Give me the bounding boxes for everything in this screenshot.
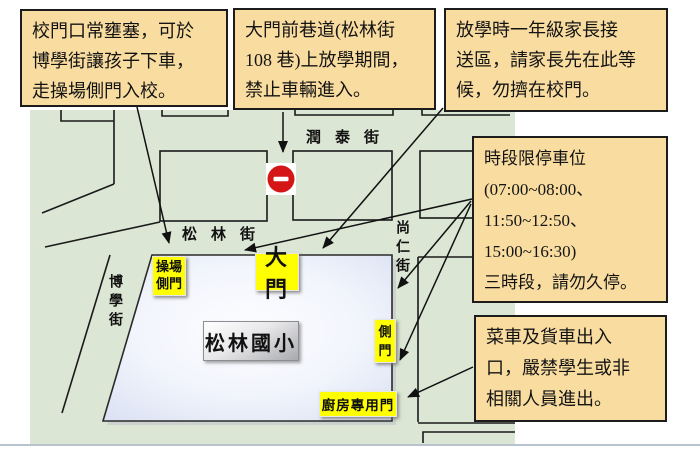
callout-line: 菜車及貨車出入 — [486, 327, 612, 347]
callout-line: 博學街讓孩子下車， — [32, 51, 194, 71]
callout-pickup-zone: 放學時一年級家長接 送區，請家長先在此等 候，勿擠在校門。 — [444, 8, 668, 112]
street-label-songlin: 松林街 — [182, 227, 270, 243]
callout-line: 口，嚴禁學生或非 — [486, 358, 630, 378]
callout-line: 走操場側門入校。 — [32, 81, 176, 101]
annotation-arrows — [136, 106, 474, 398]
arrow-to-playground-gate — [136, 106, 172, 244]
callout-gate-congestion: 校門口常壅塞，可於 博學街讓孩子下車， 走操場側門入校。 — [20, 9, 228, 107]
callout-line: 15:00~16:30) — [484, 242, 577, 261]
callout-line: 候，勿擠在校門。 — [456, 80, 600, 100]
street-label-shangren: 尚仁街 — [394, 220, 409, 277]
callout-line: 大門前巷道(松林街 — [245, 20, 395, 40]
street-label-boxue: 博學街 — [107, 274, 122, 331]
arrow-to-songlin-parking — [244, 198, 473, 253]
no-entry-sign-icon — [266, 163, 296, 195]
arrow-to-side-gate — [399, 203, 472, 361]
callout-line: 禁止車輛進入。 — [245, 80, 371, 100]
callout-lane-no-entry: 大門前巷道(松林街 108 巷)上放學期間， 禁止車輛進入。 — [233, 8, 436, 110]
callout-line: 相關人員進出。 — [486, 389, 612, 409]
callout-line: 送區，請家長先在此等 — [456, 50, 636, 70]
gate-label-side: 側門 — [374, 319, 396, 363]
gate-label-main: 大門 — [255, 245, 299, 302]
callout-line: 校門口常壅塞，可於 — [32, 21, 194, 41]
callout-line: 三時段，請勿久停。 — [484, 273, 637, 292]
street-label-runtai: 潤泰街 — [306, 130, 394, 146]
arrow-to-main-gate-area — [322, 107, 444, 249]
callout-line: 放學時一年級家長接 — [456, 20, 618, 40]
school-name-plaque: 松林國小 — [203, 321, 299, 361]
arrow-to-kitchen-gate — [407, 366, 474, 398]
callout-line: 11:50~12:50、 — [484, 211, 588, 230]
arrow-to-shangren-parking — [397, 200, 472, 289]
callout-timed-parking: 時段限停車位 (07:00~08:00、 11:50~12:50、 15:00~… — [472, 136, 668, 303]
gate-label-playground-side: 操場側門 — [152, 256, 186, 296]
callout-line: 時段限停車位 — [484, 149, 586, 168]
callout-line: (07:00~08:00、 — [484, 180, 594, 199]
callout-delivery-gate: 菜車及貨車出入 口，嚴禁學生或非 相關人員進出。 — [474, 315, 667, 422]
callout-line: 108 巷)上放學期間， — [245, 50, 409, 70]
slide-bottom-edge — [0, 444, 700, 446]
gate-label-kitchen: 廚房專用門 — [319, 391, 397, 417]
